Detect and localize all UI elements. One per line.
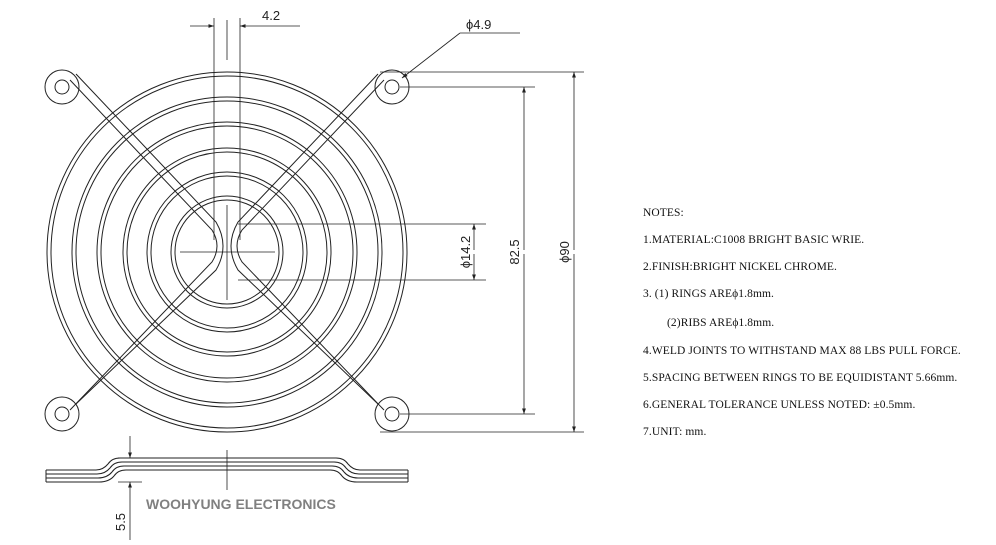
label-center-dia: ϕ14.2 bbox=[458, 236, 473, 269]
notes-title: NOTES: bbox=[643, 207, 684, 219]
center-lines bbox=[180, 20, 275, 300]
dim-center bbox=[238, 223, 486, 281]
note-item: 5.SPACING BETWEEN RINGS TO BE EQUIDISTAN… bbox=[643, 372, 958, 384]
dim-hole-spacing bbox=[400, 86, 535, 415]
dim-top-width bbox=[190, 18, 300, 240]
note-item: 2.FINISH:BRIGHT NICKEL CHROME. bbox=[643, 261, 838, 273]
label-outer-dia: ϕ90 bbox=[557, 241, 572, 263]
note-item: (2)RIBS AREϕ1.8mm. bbox=[667, 317, 775, 329]
rings bbox=[46, 71, 408, 433]
company-name: WOOHYUNG ELECTRONICS bbox=[146, 496, 336, 512]
dim-thickness bbox=[118, 436, 142, 540]
note-item: 1.MATERIAL:C1008 BRIGHT BASIC WRIE. bbox=[643, 234, 865, 246]
dim-outer bbox=[380, 71, 584, 433]
ribs bbox=[69, 73, 385, 411]
label-hole-spacing: 82.5 bbox=[507, 239, 522, 264]
side-view bbox=[45, 450, 409, 490]
note-item: 3. (1) RINGS AREϕ1.8mm. bbox=[643, 288, 775, 300]
label-hole-dia: ϕ4.9 bbox=[466, 17, 491, 32]
label-thickness: 5.5 bbox=[113, 513, 128, 531]
note-item: 7.UNIT: mm. bbox=[643, 426, 707, 438]
label-top-width: 4.2 bbox=[262, 8, 280, 23]
dim-hole-leader bbox=[401, 32, 520, 79]
note-item: 6.GENERAL TOLERANCE UNLESS NOTED: ±0.5mm… bbox=[643, 399, 916, 411]
note-item: 4.WELD JOINTS TO WITHSTAND MAX 88 LBS PU… bbox=[643, 345, 961, 357]
